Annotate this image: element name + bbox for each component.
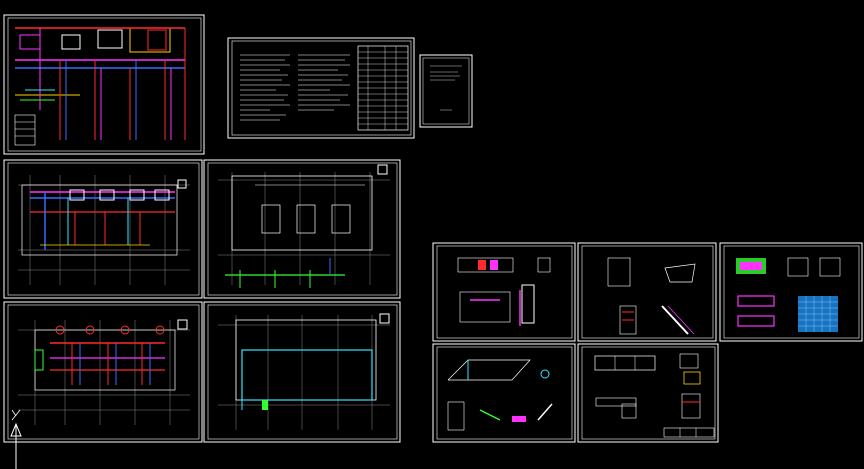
sheet-cover-page[interactable] [419,54,473,128]
sheet-detail-5[interactable] [577,343,719,443]
sheet-detail-1[interactable] [432,242,576,342]
ucs-icon [10,409,22,469]
sheet-plan-level-1-piping[interactable] [3,159,203,299]
sheet-detail-4[interactable] [432,343,576,443]
sheet-detail-3[interactable] [719,242,863,342]
sheet-detail-2[interactable] [577,242,717,342]
sheet-plan-level-1-grid[interactable] [203,159,401,299]
sheet-design-notes[interactable] [227,37,415,139]
sheet-plan-level-2-grid[interactable] [203,301,401,443]
sheet-plan-level-2-piping[interactable] [3,301,203,443]
sheet-system-diagram[interactable] [3,14,205,155]
